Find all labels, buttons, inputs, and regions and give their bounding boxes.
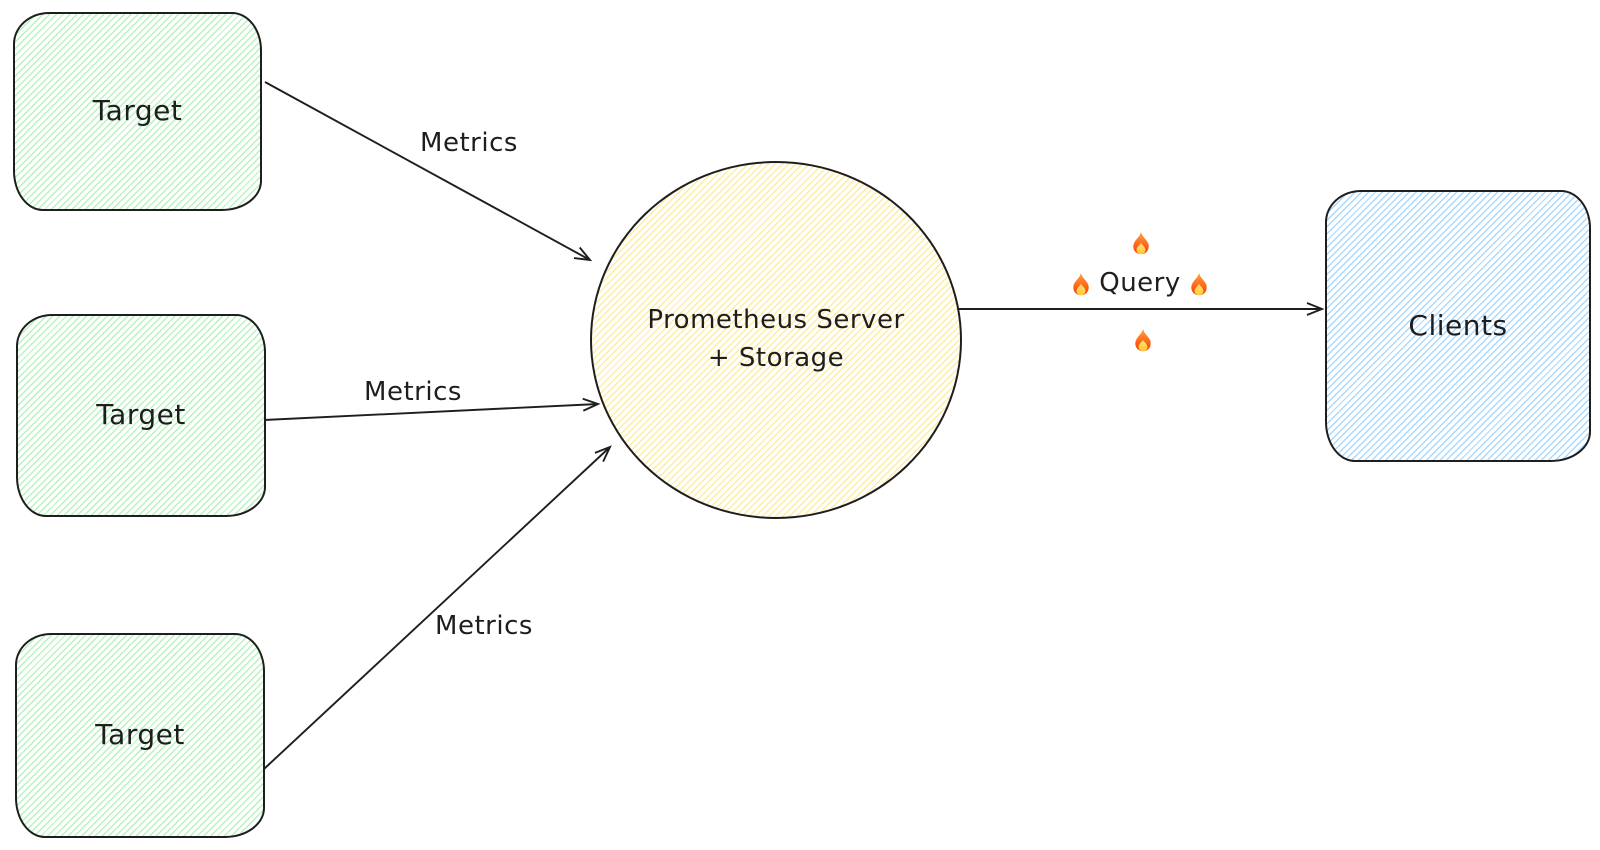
- node-target-bottom[interactable]: Target: [15, 633, 265, 838]
- fire-icon[interactable]: [1069, 271, 1094, 298]
- node-target-bottom-label: Target: [95, 718, 185, 752]
- edge-label-metrics-top[interactable]: Metrics: [420, 128, 518, 158]
- node-target-top[interactable]: Target: [13, 12, 262, 211]
- node-prometheus-server-label: Prometheus Server + Storage: [647, 305, 905, 373]
- node-clients[interactable]: Clients: [1325, 190, 1591, 462]
- fire-icon[interactable]: [1129, 230, 1154, 257]
- edge-metrics-bottom[interactable]: [263, 445, 612, 770]
- edge-label-query[interactable]: Query: [1099, 268, 1181, 298]
- node-clients-label: Clients: [1408, 308, 1508, 342]
- node-prometheus-server[interactable]: Prometheus Server + Storage: [590, 161, 962, 519]
- node-target-top-label: Target: [92, 94, 183, 128]
- edge-label-metrics-middle[interactable]: Metrics: [364, 377, 462, 407]
- edge-metrics-middle[interactable]: [263, 397, 601, 421]
- node-target-middle[interactable]: Target: [16, 314, 266, 517]
- fire-icon[interactable]: [1187, 271, 1212, 298]
- fire-icon[interactable]: [1131, 327, 1156, 354]
- edge-metrics-top[interactable]: [264, 81, 593, 262]
- edge-label-metrics-bottom[interactable]: Metrics: [435, 611, 533, 641]
- node-target-middle-label: Target: [96, 398, 186, 432]
